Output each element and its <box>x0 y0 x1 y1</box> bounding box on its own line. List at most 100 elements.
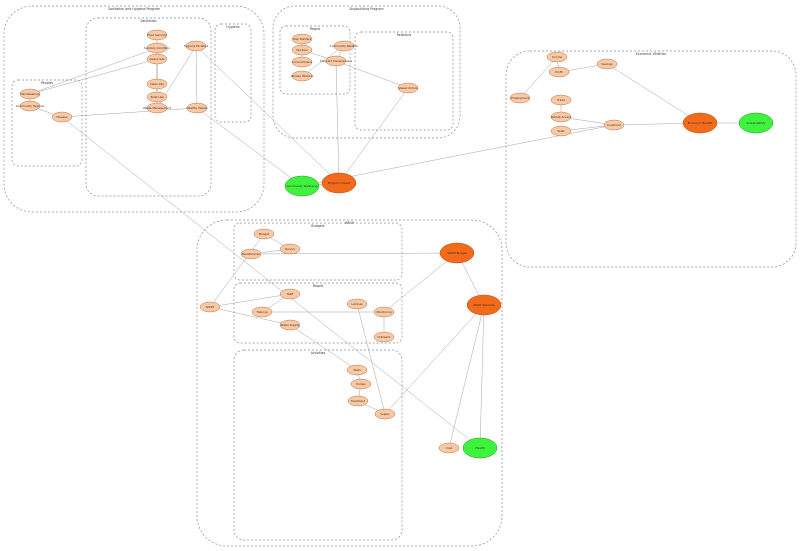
node-shape-n29 <box>240 248 262 260</box>
node-label-n1: Food Security <box>147 33 166 37</box>
cluster-c1b <box>85 17 212 197</box>
node-n21[interactable]: Savings <box>596 58 618 70</box>
node-n22[interactable]: Employment <box>509 92 531 104</box>
node-n3[interactable]: Awareness <box>146 53 168 65</box>
node-shape-n26 <box>603 119 625 131</box>
node-n15[interactable]: Women Workers <box>291 70 314 82</box>
node-shape-g3 <box>462 437 498 459</box>
node-n33[interactable]: Latrines <box>346 298 368 310</box>
node-label-n29: Beneficiaries <box>242 252 261 256</box>
edge-n34-o3 <box>383 252 458 313</box>
cluster-c4 <box>196 219 503 547</box>
node-n35[interactable]: Outreach <box>373 331 395 343</box>
edge-n36-o4 <box>448 304 485 449</box>
node-n8[interactable]: Healthy People <box>186 102 208 114</box>
node-n37[interactable]: Wells <box>346 364 368 376</box>
node-label-o1: Program Impact <box>328 181 351 185</box>
node-n2[interactable]: Sanitary Condition <box>144 42 170 54</box>
edge-n17-n18 <box>335 60 409 89</box>
node-n23[interactable]: Trade <box>550 94 572 106</box>
node-label-o3: WASH Budget <box>447 251 467 255</box>
node-shape-n39 <box>347 395 369 407</box>
node-o2[interactable]: Economic Benefit <box>682 112 718 134</box>
node-label-n25: Skills <box>557 129 565 133</box>
node-n18[interactable]: Vessel Orders <box>397 82 419 94</box>
node-n14[interactable]: Local Artisans <box>291 56 313 68</box>
node-n27[interactable]: Budget <box>253 228 275 240</box>
cluster-label-c4b: People <box>313 284 324 288</box>
node-label-n22: Employment <box>511 96 530 100</box>
node-label-n36: Cost <box>446 446 453 450</box>
node-shape-o3 <box>439 242 475 264</box>
node-shape-n31 <box>251 306 273 318</box>
edges-layer <box>29 35 756 449</box>
node-n32[interactable]: Water Supply <box>279 319 301 331</box>
edge-n3-n9 <box>29 58 158 95</box>
node-n1[interactable]: Food Security <box>146 29 168 41</box>
node-n34[interactable]: Monitoring <box>373 306 395 318</box>
node-n5[interactable]: Toilet Use <box>146 91 168 103</box>
node-g2[interactable]: Sustainability <box>738 112 774 134</box>
edge-n2-n9 <box>29 47 158 95</box>
node-n38[interactable]: Pumps <box>350 378 372 390</box>
node-shape-n7 <box>185 40 207 52</box>
node-label-n40: Supply <box>380 412 390 416</box>
node-o4[interactable]: WASH Outcome <box>466 294 502 316</box>
edge-n11-n8 <box>61 107 198 118</box>
node-n19[interactable]: Income <box>546 51 568 63</box>
node-n39[interactable]: Treatment <box>347 395 369 407</box>
node-n13[interactable]: Workers <box>291 44 313 56</box>
node-n41[interactable]: WASH <box>199 301 221 313</box>
cluster-c2b <box>354 31 454 131</box>
node-shape-n14 <box>291 56 313 68</box>
node-shape-n38 <box>350 378 372 390</box>
node-n4[interactable]: Clean City <box>146 78 168 90</box>
edge-n40-o4 <box>384 304 485 415</box>
edge-n41-n30 <box>209 293 291 308</box>
node-label-n10: Community Hygiene <box>16 104 45 108</box>
node-n7[interactable]: Hygiene Facilities <box>184 40 209 52</box>
edge-n15-n16 <box>301 45 345 77</box>
node-n25[interactable]: Skills <box>550 125 572 137</box>
node-n9[interactable]: Handwashing <box>19 88 41 100</box>
node-shape-n25 <box>550 125 572 137</box>
node-label-n30: Staff <box>287 292 294 296</box>
edge-n8-g1 <box>196 107 303 187</box>
node-g3[interactable]: Health <box>462 437 498 459</box>
node-label-n20: Profit <box>555 70 563 74</box>
node-o1[interactable]: Program Impact <box>321 172 357 194</box>
node-n29[interactable]: Beneficiaries <box>240 248 262 260</box>
node-shape-n3 <box>146 53 168 65</box>
edge-n21-o2 <box>606 63 701 124</box>
node-n40[interactable]: Supply <box>374 408 396 420</box>
node-shape-n15 <box>291 70 313 82</box>
node-label-n15: Women Workers <box>291 74 314 78</box>
node-n12[interactable]: Ship Builders <box>291 33 313 45</box>
node-n30[interactable]: Staff <box>279 288 301 300</box>
node-shape-n16 <box>333 40 355 52</box>
node-n28[interactable]: Donors <box>279 243 301 255</box>
node-label-n14: Local Artisans <box>292 60 312 64</box>
node-label-n24: Market Access <box>551 115 572 119</box>
node-n16[interactable]: Community Relation <box>330 40 359 52</box>
node-n24[interactable]: Market Access <box>550 111 572 123</box>
node-n31[interactable]: Training <box>251 306 273 318</box>
node-o3[interactable]: WASH Budget <box>439 242 475 264</box>
node-n36[interactable]: Cost <box>438 442 460 454</box>
node-n26[interactable]: Livelihood <box>603 119 625 131</box>
node-shape-o1 <box>321 172 357 194</box>
node-label-n26: Livelihood <box>607 123 621 127</box>
node-n10[interactable]: Community Hygiene <box>16 100 45 112</box>
node-n6[interactable]: Waste Management <box>143 102 172 114</box>
node-n20[interactable]: Profit <box>548 66 570 78</box>
node-shape-n30 <box>279 288 301 300</box>
cluster-c3 <box>505 50 797 268</box>
node-label-n12: Ship Builders <box>293 37 312 41</box>
cluster-label-c2: Shipbuilding Program <box>349 7 383 11</box>
node-n17[interactable]: Shipyard Development <box>320 55 353 67</box>
node-label-n9: Handwashing <box>21 92 40 96</box>
node-g1[interactable]: Community Wellbeing <box>284 175 320 197</box>
node-shape-n12 <box>291 33 313 45</box>
node-n11[interactable]: Disease <box>51 111 73 123</box>
node-label-g1: Community Wellbeing <box>287 184 318 188</box>
